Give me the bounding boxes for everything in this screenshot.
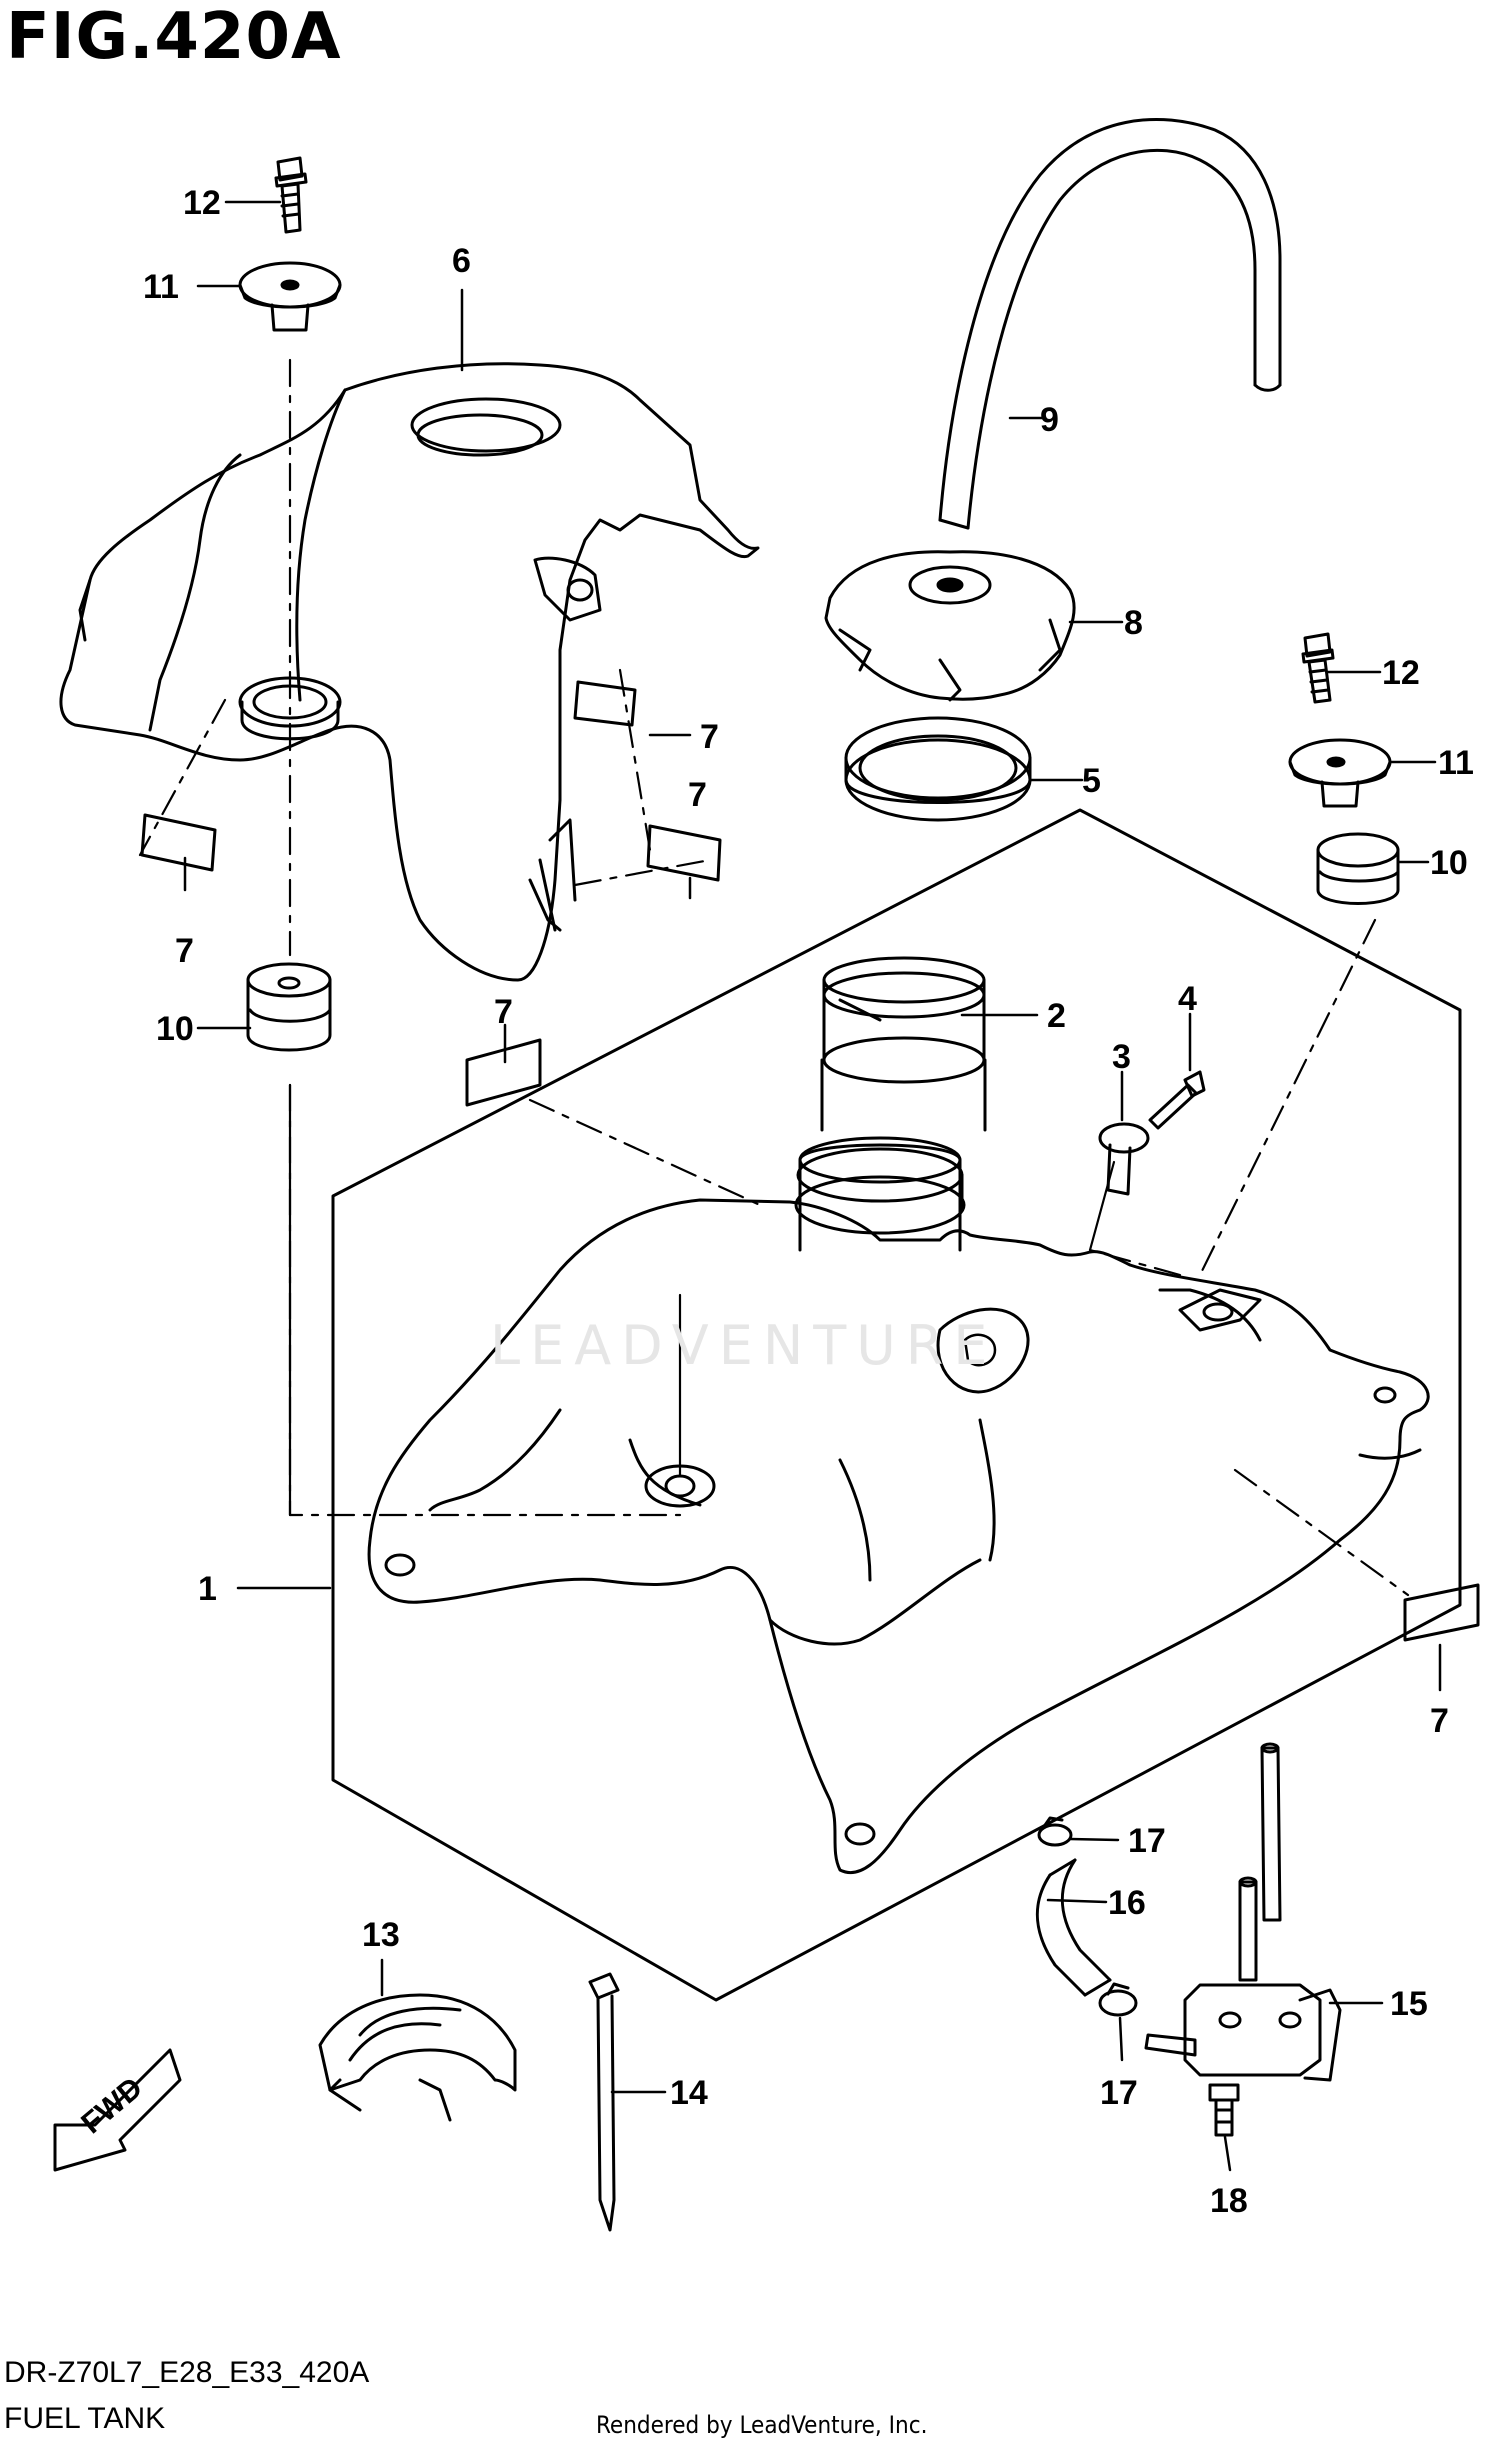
bolt-right[interactable]	[1301, 632, 1335, 704]
callout-6: 6	[452, 242, 471, 280]
figure-title: FIG.420A	[6, 0, 342, 74]
fuel-hose[interactable]	[1035, 1858, 1112, 1997]
watermark: LEADVENTURE	[490, 1314, 998, 1377]
callout-9: 9	[1040, 401, 1059, 439]
callout-2: 2	[1047, 997, 1066, 1035]
callout-11-left: 11	[143, 268, 179, 306]
bracket[interactable]	[1098, 1122, 1150, 1196]
render-credit: Rendered by LeadVenture, Inc.	[596, 2411, 928, 2439]
callout-10-right: 10	[1430, 844, 1468, 882]
figure-name: FUEL TANK	[4, 2402, 166, 2435]
callout-12-left: 12	[183, 184, 221, 222]
callout-7-upper: 7	[700, 718, 719, 756]
callout-7-mid: 7	[688, 776, 707, 814]
callout-5: 5	[1082, 762, 1101, 800]
filler-neck[interactable]	[794, 956, 987, 1252]
callout-7-left: 7	[175, 932, 194, 970]
screw-18[interactable]	[1208, 2083, 1240, 2137]
callout-18: 18	[1210, 2182, 1248, 2220]
hose-clip-upper[interactable]	[1037, 1816, 1073, 1847]
breather-hose[interactable]	[938, 117, 1282, 530]
callout-7-center: 7	[494, 993, 513, 1031]
callout-12-right: 12	[1382, 654, 1420, 692]
fuel-cap[interactable]	[824, 550, 1076, 702]
hose-clip-lower[interactable]	[1098, 1982, 1138, 2017]
fwd-arrow	[53, 2048, 182, 2172]
callout-13: 13	[362, 1916, 400, 1954]
callout-labels: 1 2 3 4 5 6 7 7 7 7 7 8 9 10 10 11 11 12…	[143, 184, 1474, 2220]
screw-4[interactable]	[1148, 1070, 1206, 1130]
washer-left[interactable]	[238, 261, 342, 332]
model-code: DR-Z70L7_E28_E33_420A	[4, 2356, 370, 2389]
cushion-pad[interactable]	[140, 680, 1480, 1642]
callout-4: 4	[1178, 980, 1197, 1018]
assembly-outline	[331, 808, 1462, 2002]
leader-lines	[183, 200, 1442, 2172]
fuel-cock[interactable]	[1144, 1742, 1342, 2082]
tank-cover[interactable]	[59, 362, 760, 982]
callout-17-lower: 17	[1100, 2074, 1138, 2112]
assembly-guides-solid	[288, 1083, 1116, 1517]
callout-11-right: 11	[1438, 744, 1474, 782]
callout-7-right: 7	[1430, 1702, 1449, 1740]
callout-3: 3	[1112, 1038, 1131, 1076]
callout-14: 14	[670, 2074, 708, 2112]
cushion-right[interactable]	[1316, 832, 1400, 905]
callout-17-upper: 17	[1128, 1822, 1166, 1860]
callout-15: 15	[1390, 1985, 1428, 2023]
callout-8: 8	[1124, 604, 1143, 642]
callout-10-left: 10	[156, 1010, 194, 1048]
cushion-band[interactable]	[318, 1993, 517, 2122]
clamp-tie[interactable]	[588, 1972, 620, 2232]
cushion-left[interactable]	[246, 962, 332, 1052]
bolt-left[interactable]	[274, 156, 308, 234]
washer-right[interactable]	[1288, 738, 1392, 808]
fuel-tank[interactable]	[367, 1198, 1430, 1875]
callout-1: 1	[198, 1570, 217, 1608]
cap-gasket[interactable]	[844, 716, 1032, 822]
callout-16: 16	[1108, 1884, 1146, 1922]
